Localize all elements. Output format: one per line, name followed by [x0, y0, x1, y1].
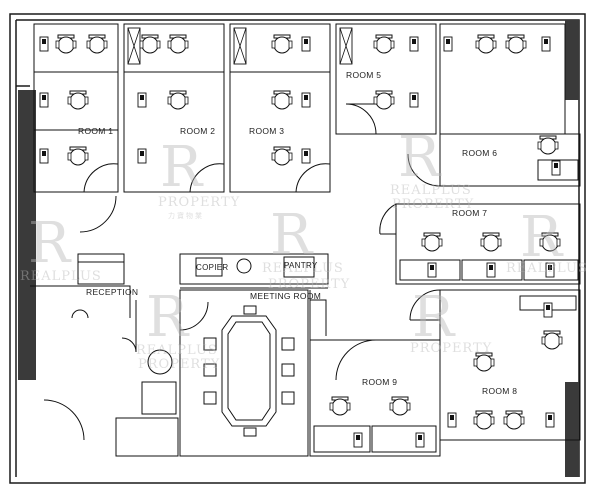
label-reception: RECEPTION [86, 287, 138, 297]
svg-text:R: R [28, 211, 72, 276]
label-room-9: ROOM 9 [362, 377, 397, 387]
svg-text:REALPLUS: REALPLUS [390, 183, 472, 198]
svg-text:R: R [520, 205, 564, 270]
watermark-logo: R REALPLUS PROPERTY R 力寶物業 R REALPLUS PR… [20, 125, 588, 372]
label-copier: COPIER [196, 263, 228, 272]
room-1 [33, 23, 119, 193]
label-pantry: PANTRY [284, 261, 318, 270]
room-2 [123, 23, 225, 193]
svg-text:PROPERTY: PROPERTY [410, 341, 492, 356]
room-9 [309, 339, 441, 457]
room-3 [229, 23, 331, 193]
svg-text:REALPLUS: REALPLUS [506, 261, 588, 276]
svg-text:REALPLUS: REALPLUS [20, 269, 102, 284]
label-room-5: ROOM 5 [346, 70, 381, 80]
structural-columns [18, 20, 579, 477]
label-room-3: ROOM 3 [249, 126, 284, 136]
room8-workstations [447, 302, 563, 430]
svg-text:R: R [270, 203, 314, 268]
room5-workstations [339, 27, 419, 110]
room1-workstations [39, 34, 108, 166]
svg-text:PROPERTY: PROPERTY [392, 197, 474, 212]
svg-text:R: R [146, 285, 190, 350]
room3-workstations [233, 27, 311, 166]
reception-area [30, 195, 179, 457]
svg-text:PROPERTY: PROPERTY [158, 195, 240, 210]
label-room-7: ROOM 7 [452, 208, 487, 218]
room-5 [335, 23, 437, 135]
label-room-8: ROOM 8 [482, 386, 517, 396]
svg-text:R: R [160, 135, 204, 200]
label-room-6: ROOM 6 [462, 148, 497, 158]
svg-text:PROPERTY: PROPERTY [138, 357, 220, 372]
room9-workstations [329, 396, 425, 448]
room-labels: ROOM 1 ROOM 2 ROOM 3 ROOM 5 ROOM 6 ROOM … [78, 70, 517, 396]
svg-text:力寶物業: 力寶物業 [168, 211, 204, 220]
meeting-room [179, 289, 327, 457]
label-room-2: ROOM 2 [180, 126, 215, 136]
svg-text:REALPLUS: REALPLUS [136, 343, 218, 358]
label-meeting-room: MEETING ROOM [250, 291, 321, 301]
room-7 [379, 203, 581, 285]
pantry-counter [179, 253, 329, 289]
svg-text:R: R [412, 285, 456, 350]
svg-text:PROPERTY: PROPERTY [268, 277, 350, 292]
svg-text:R: R [398, 125, 442, 190]
svg-text:REALPLUS: REALPLUS [262, 261, 344, 276]
label-room-1: ROOM 1 [78, 126, 113, 136]
meeting-table [203, 305, 295, 437]
